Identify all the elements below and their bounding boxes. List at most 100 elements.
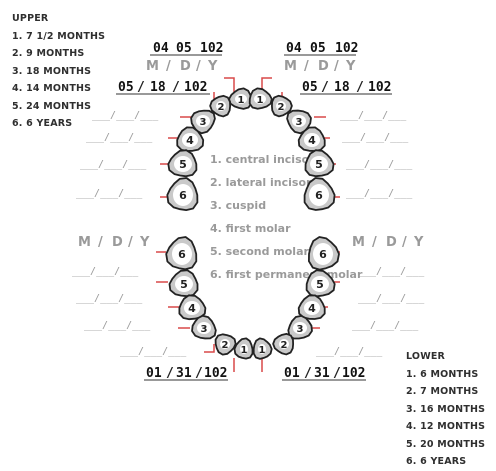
upper-left-cuspid-tooth[interactable]: 3 bbox=[188, 104, 221, 136]
date-year: 102 bbox=[368, 80, 391, 95]
tooth-center bbox=[197, 322, 211, 334]
tooth-center bbox=[172, 243, 192, 265]
tooth-number: 5 bbox=[316, 278, 324, 291]
lower-right-lateral-incisor-tooth[interactable]: 2 bbox=[271, 332, 297, 358]
date-year: 102 bbox=[342, 366, 365, 381]
header-sep: / bbox=[402, 235, 407, 250]
tooth-number: 4 bbox=[308, 134, 316, 147]
lower-left-central-date[interactable]: 01 31 102 / / bbox=[146, 366, 227, 381]
upper-legend-item: 5. 24 MONTHS bbox=[12, 100, 92, 112]
lower-left-central-incisor-tooth[interactable]: 1 bbox=[233, 337, 254, 360]
tooth-number: 3 bbox=[296, 117, 303, 128]
blank-date-entry[interactable]: ___/___/___ bbox=[72, 266, 139, 277]
upper-right-lateral-incisor-tooth[interactable]: 2 bbox=[268, 94, 294, 120]
header-month: M bbox=[78, 235, 91, 250]
blank-date-entry[interactable]: ___/___/___ bbox=[352, 320, 419, 331]
lower-left-cuspid-tooth[interactable]: 3 bbox=[189, 312, 222, 344]
header-year: Y bbox=[345, 59, 356, 74]
date-day: 05 bbox=[176, 41, 192, 56]
header-sep: / bbox=[128, 235, 133, 250]
lower-left-first-permanent-molar-tooth[interactable]: 6 bbox=[165, 236, 198, 271]
lower-right-first-molar-tooth[interactable]: 4 bbox=[297, 294, 326, 320]
tooth-number: 3 bbox=[200, 117, 207, 128]
blank-date-entry[interactable]: ___/___/___ bbox=[80, 159, 147, 170]
lower-eruption-legend: LOWER 1. 6 MONTHS 2. 7 MONTHS 3. 16 MONT… bbox=[406, 348, 485, 471]
date-day: 31 bbox=[176, 366, 192, 381]
header-day: D bbox=[112, 235, 123, 250]
lower-right-central-date[interactable]: 01 31 102 / / bbox=[284, 366, 365, 381]
lower-right-first-permanent-molar-tooth[interactable]: 6 bbox=[308, 236, 340, 271]
lower-left-first-molar-tooth[interactable]: 4 bbox=[178, 294, 207, 321]
date-sep: / bbox=[172, 80, 180, 95]
tooth-center bbox=[292, 115, 306, 127]
date-day: 18 bbox=[334, 80, 350, 95]
blank-date-entry[interactable]: ___/___/___ bbox=[92, 110, 159, 121]
upper-right-cuspid-tooth[interactable]: 3 bbox=[282, 104, 315, 136]
blank-date-entry[interactable]: ___/___/___ bbox=[316, 346, 383, 357]
upper-left-central-date[interactable]: 04 05 102 bbox=[153, 41, 223, 56]
header-year: Y bbox=[207, 59, 218, 74]
lower-legend-item: 4. 12 MONTHS bbox=[406, 421, 486, 432]
upper-right-first-permanent-molar-tooth[interactable]: 6 bbox=[303, 177, 336, 211]
tooth-center bbox=[258, 344, 266, 354]
header-sep: / bbox=[98, 235, 103, 250]
lower-left-date-header: M / D / Y bbox=[78, 235, 150, 250]
date-month: 05 bbox=[118, 80, 134, 95]
upper-left-first-molar-tooth[interactable]: 4 bbox=[176, 126, 205, 152]
blank-date-entry[interactable]: ___/___/___ bbox=[346, 188, 413, 199]
upper-legend-item: 4. 14 MONTHS bbox=[12, 83, 92, 94]
lower-legend-item: 5. 20 MONTHS bbox=[406, 438, 486, 450]
tooth-number: 5 bbox=[180, 278, 188, 291]
date-year: 102 bbox=[184, 80, 207, 95]
tooth-center bbox=[173, 184, 193, 206]
lower-right-second-molar-tooth[interactable]: 5 bbox=[305, 269, 336, 298]
header-day: D bbox=[318, 59, 329, 74]
upper-left-lateral-incisor-tooth[interactable]: 2 bbox=[208, 94, 234, 120]
lower-legend-item: 6. 6 YEARS bbox=[406, 456, 467, 467]
blank-date-entry[interactable]: ___/___/___ bbox=[120, 346, 187, 357]
tooth-key: 1. central incisor 2. lateral incisor 3.… bbox=[210, 153, 363, 281]
upper-right-central-incisor-tooth[interactable]: 1 bbox=[248, 87, 273, 110]
upper-legend-item: 1. 7 1/2 MONTHS bbox=[12, 30, 106, 42]
tooth-key-item: 2. lateral incisor bbox=[210, 176, 312, 189]
blank-date-entry[interactable]: ___/___/___ bbox=[342, 132, 409, 143]
upper-left-lateral-date[interactable]: 05 18 102 / / bbox=[118, 80, 207, 95]
upper-right-central-date[interactable]: 04 05 102 bbox=[286, 41, 358, 56]
lower-left-second-molar-tooth[interactable]: 5 bbox=[168, 269, 199, 298]
upper-right-lateral-date[interactable]: 05 18 102 / / bbox=[302, 80, 391, 95]
lower-right-cuspid-tooth[interactable]: 3 bbox=[283, 312, 316, 344]
blank-date-entry[interactable]: ___/___/___ bbox=[346, 159, 413, 170]
tooth-center bbox=[240, 344, 248, 354]
lower-left-lateral-incisor-tooth[interactable]: 2 bbox=[211, 331, 238, 358]
blank-date-entry[interactable]: ___/___/___ bbox=[358, 266, 425, 277]
blank-date-entry[interactable]: ___/___/___ bbox=[358, 293, 425, 304]
lower-legend-item: 2. 7 MONTHS bbox=[406, 386, 479, 397]
tooth-number: 3 bbox=[201, 324, 208, 335]
upper-left-first-permanent-molar-tooth[interactable]: 6 bbox=[166, 177, 199, 211]
blank-date-entry[interactable]: ___/___/___ bbox=[86, 132, 153, 143]
lower-right-central-incisor-tooth[interactable]: 1 bbox=[252, 337, 273, 360]
upper-right-second-molar-tooth[interactable]: 5 bbox=[304, 149, 335, 178]
lower-right-date-header: M / D / Y bbox=[352, 235, 424, 250]
upper-left-central-incisor-tooth[interactable]: 1 bbox=[228, 87, 253, 110]
date-year: 102 bbox=[335, 41, 358, 56]
date-sep: / bbox=[195, 366, 203, 381]
blank-date-entry[interactable]: ___/___/___ bbox=[84, 320, 151, 331]
blank-date-entry[interactable]: ___/___/___ bbox=[76, 293, 143, 304]
tooth-number: 1 bbox=[241, 345, 248, 356]
date-month: 05 bbox=[302, 80, 318, 95]
header-month: M bbox=[352, 235, 365, 250]
date-day: 31 bbox=[314, 366, 330, 381]
tooth-number: 1 bbox=[257, 95, 264, 106]
upper-legend-item: 2. 9 MONTHS bbox=[12, 48, 85, 59]
lower-legend-title: LOWER bbox=[406, 351, 446, 362]
tooth-number: 2 bbox=[218, 102, 225, 113]
blank-date-entry[interactable]: ___/___/___ bbox=[340, 110, 407, 121]
header-sep: / bbox=[166, 59, 171, 74]
blank-date-entry[interactable]: ___/___/___ bbox=[76, 188, 143, 199]
tooth-center bbox=[279, 339, 289, 349]
upper-left-second-molar-tooth[interactable]: 5 bbox=[167, 149, 198, 178]
tooth-center bbox=[196, 115, 210, 127]
tooth-center bbox=[216, 101, 226, 111]
tooth-center bbox=[175, 276, 193, 292]
